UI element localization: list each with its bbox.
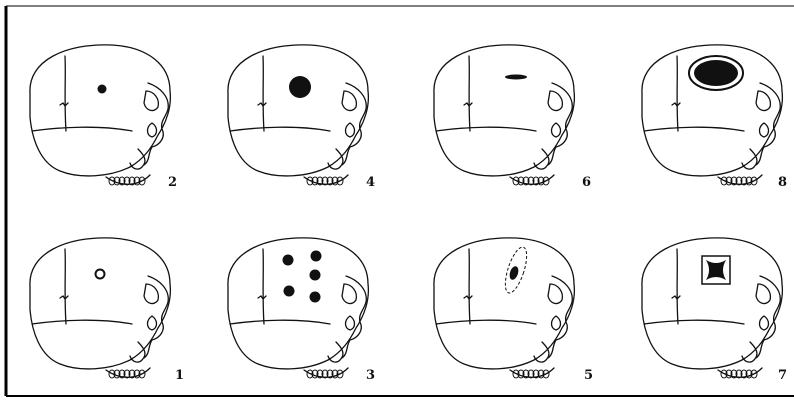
wound-mark	[283, 251, 322, 303]
wound-mark	[96, 270, 105, 279]
panel-number: 1	[175, 368, 184, 383]
panel-number: 7	[778, 368, 787, 383]
skull-panel-2: 2	[20, 25, 210, 200]
panel-number: 8	[778, 175, 787, 190]
wound-mark	[289, 76, 311, 98]
skull-drawing	[424, 25, 614, 200]
skull-panel-8: 8	[632, 25, 794, 200]
panel-number: 6	[582, 175, 591, 190]
skull-panel-7: 7	[632, 218, 794, 393]
skull-drawing	[218, 25, 408, 200]
skull-panel-3: 3	[218, 218, 408, 393]
skull-outline	[30, 238, 170, 378]
skull-drawing	[20, 25, 210, 200]
wound-mark	[702, 256, 730, 284]
panel-number: 2	[168, 175, 177, 190]
wound-mark	[505, 75, 527, 80]
skull-drawing	[218, 218, 408, 393]
skull-outline	[642, 238, 782, 378]
panel-number: 4	[366, 175, 375, 190]
wound-mark	[689, 56, 743, 90]
skull-panel-1: 1	[20, 218, 210, 393]
skull-panel-6: 6	[424, 25, 614, 200]
skull-drawing	[632, 25, 794, 200]
skull-outline	[228, 45, 368, 185]
skull-drawing	[20, 218, 210, 393]
skull-drawing	[424, 218, 614, 393]
wound-mark	[501, 245, 531, 296]
skull-panel-5: 5	[424, 218, 614, 393]
skull-panel-4: 4	[218, 25, 408, 200]
skull-outline	[434, 45, 574, 185]
skull-outline	[30, 45, 170, 185]
skull-outline	[228, 238, 368, 378]
wound-mark	[98, 85, 107, 94]
skull-drawing	[632, 218, 794, 393]
panel-number: 3	[366, 368, 375, 383]
panel-number: 5	[584, 368, 593, 383]
skull-outline	[434, 238, 574, 378]
